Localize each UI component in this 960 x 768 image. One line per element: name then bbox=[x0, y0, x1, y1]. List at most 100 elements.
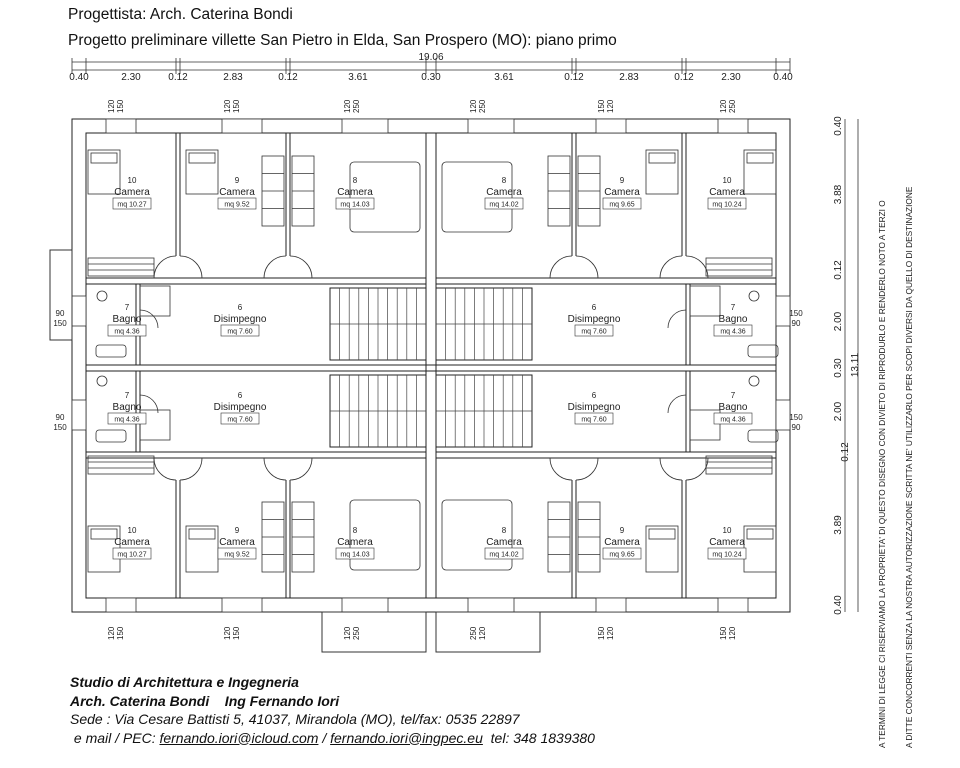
dim-label-top: 0.12 bbox=[278, 72, 298, 83]
window-dimension-label: 150 bbox=[597, 99, 606, 113]
room-number: 8 bbox=[502, 176, 507, 185]
area-box bbox=[220, 412, 260, 425]
door-swing bbox=[153, 255, 177, 279]
room-area: mq 14.02 bbox=[489, 552, 518, 559]
wardrobe bbox=[705, 455, 773, 475]
door-swing bbox=[179, 255, 203, 279]
dim-label-top: 3.61 bbox=[348, 72, 368, 83]
room-area: mq 7.60 bbox=[227, 329, 252, 336]
dim-label-top: 0.40 bbox=[69, 72, 89, 83]
window-dimension-label: 120 bbox=[343, 99, 352, 113]
shower bbox=[689, 409, 721, 441]
area-box bbox=[107, 324, 147, 337]
dim-label-right: 0.12 bbox=[833, 260, 844, 280]
studio-contacts: e mail / PEC: fernando.iori@icloud.com /… bbox=[70, 729, 595, 748]
window-dimension-label: 250 bbox=[469, 626, 478, 640]
window-dimension-label: 90 bbox=[792, 319, 801, 328]
window-dimension-label: 250 bbox=[352, 626, 361, 640]
window-dimension-label: 90 bbox=[56, 309, 65, 318]
dim-label-right: 2.00 bbox=[833, 311, 844, 331]
double-bed bbox=[441, 499, 513, 571]
wardrobe bbox=[291, 501, 315, 573]
room-number: 7 bbox=[731, 391, 736, 400]
room-area: mq 7.60 bbox=[581, 417, 606, 424]
dim-total-top: 19.06 bbox=[418, 52, 443, 63]
window-dimension-label: 90 bbox=[792, 423, 801, 432]
toilet bbox=[96, 375, 108, 387]
studio-name: Studio di Architettura e Ingegneria bbox=[70, 674, 299, 690]
door-swing bbox=[289, 457, 313, 481]
room-name: Camera bbox=[604, 537, 640, 548]
window bbox=[341, 597, 389, 613]
balcony bbox=[435, 611, 541, 653]
room-number: 10 bbox=[723, 176, 732, 185]
room-name: Disimpegno bbox=[214, 402, 267, 413]
shower bbox=[139, 409, 171, 441]
door-swing bbox=[153, 457, 177, 481]
window-dimension-label: 120 bbox=[478, 626, 487, 640]
area-box bbox=[335, 197, 375, 210]
room-name: Camera bbox=[114, 537, 150, 548]
room-number: 8 bbox=[353, 526, 358, 535]
window bbox=[467, 118, 515, 134]
room-number: 9 bbox=[235, 176, 240, 185]
studio-footer: Studio di Architettura e Ingegneria Arch… bbox=[70, 673, 595, 747]
dim-label-top: 2.30 bbox=[721, 72, 741, 83]
toilet bbox=[748, 375, 760, 387]
door-swing bbox=[139, 394, 159, 414]
window-dimension-label: 150 bbox=[116, 99, 125, 113]
window bbox=[71, 399, 87, 431]
dim-label-top: 0.40 bbox=[773, 72, 793, 83]
door-swing bbox=[179, 457, 203, 481]
room-name: Camera bbox=[337, 187, 373, 198]
door-swing bbox=[263, 457, 287, 481]
dim-label-right: 0.40 bbox=[833, 116, 844, 136]
room-area: mq 9.65 bbox=[609, 552, 634, 559]
room-area: mq 4.36 bbox=[114, 417, 139, 424]
dim-label-top: 2.83 bbox=[619, 72, 639, 83]
email-link-1[interactable]: fernando.iori@icloud.com bbox=[159, 729, 319, 746]
window-dimension-label: 150 bbox=[232, 626, 241, 640]
room-name: Disimpegno bbox=[568, 402, 621, 413]
shower bbox=[139, 285, 171, 317]
room-area: mq 4.36 bbox=[720, 329, 745, 336]
bed bbox=[743, 525, 777, 573]
copyright-line-1: A TERMINI DI LEGGE CI RISERVIAMO LA PROP… bbox=[877, 200, 887, 748]
door-swing bbox=[289, 255, 313, 279]
window-dimension-label: 120 bbox=[719, 99, 728, 113]
sink bbox=[747, 344, 779, 358]
room-number: 10 bbox=[128, 526, 137, 535]
room-area: mq 4.36 bbox=[114, 329, 139, 336]
window-dimension-label: 250 bbox=[728, 99, 737, 113]
shower bbox=[689, 285, 721, 317]
area-box bbox=[574, 412, 614, 425]
window bbox=[775, 295, 791, 327]
dim-label-top: 0.12 bbox=[168, 72, 188, 83]
door-swing bbox=[667, 309, 687, 329]
room-area: mq 14.02 bbox=[489, 202, 518, 209]
area-box bbox=[707, 197, 747, 210]
dim-label-top: 0.12 bbox=[564, 72, 584, 83]
area-box bbox=[707, 547, 747, 560]
room-area: mq 14.03 bbox=[340, 202, 369, 209]
window bbox=[71, 295, 87, 327]
room-name: Bagno bbox=[113, 314, 142, 325]
email-link-2[interactable]: fernando.iori@ingpec.eu bbox=[330, 729, 483, 746]
room-number: 6 bbox=[238, 303, 243, 312]
room-number: 6 bbox=[238, 391, 243, 400]
window-dimension-label: 250 bbox=[352, 99, 361, 113]
door-swing bbox=[549, 255, 573, 279]
wardrobe bbox=[261, 155, 285, 227]
bed bbox=[185, 525, 219, 573]
window bbox=[105, 597, 137, 613]
bed bbox=[645, 525, 679, 573]
area-box bbox=[713, 324, 753, 337]
window bbox=[775, 399, 791, 431]
room-name: Disimpegno bbox=[214, 314, 267, 325]
room-name: Bagno bbox=[719, 314, 748, 325]
